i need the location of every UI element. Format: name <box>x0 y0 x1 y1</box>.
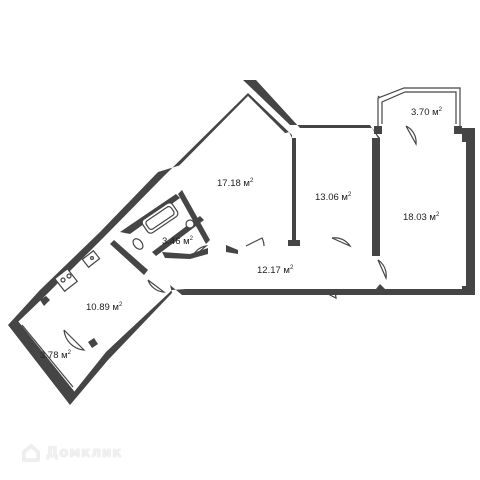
door-room17 <box>245 237 265 247</box>
door-kitchen <box>147 279 166 293</box>
label-room-13: 13.06 м2 <box>315 192 352 203</box>
label-balcony-left: 3.78 м2 <box>40 350 72 361</box>
stove-burner-1-icon <box>60 277 66 283</box>
door-balcony-top <box>405 125 417 146</box>
doors <box>63 125 417 351</box>
stove-burner-2-icon <box>66 273 72 279</box>
door-room13 <box>331 237 352 248</box>
door-bathroom <box>191 245 209 259</box>
watermark-text: Домклик <box>46 445 123 461</box>
stove-icon <box>53 267 79 293</box>
watermark: Домклик <box>22 444 122 462</box>
label-bathroom: 3.46 м2 <box>162 236 194 247</box>
door-balcony-left <box>63 329 86 351</box>
bathtub-icon <box>141 202 179 234</box>
toilet-icon <box>132 238 144 250</box>
domclick-logo-icon <box>22 444 40 462</box>
floors <box>18 88 466 392</box>
kitchen-tap-icon <box>89 256 94 261</box>
label-corridor: 12.17 м2 <box>257 265 294 276</box>
area-labels: 3.70 м2 17.18 м2 13.06 м2 18.03 м2 3.46 … <box>40 107 443 361</box>
fixtures <box>53 202 195 293</box>
balcony-left-frame <box>17 321 75 393</box>
door-corridor-right <box>377 259 387 281</box>
label-balcony-top: 3.70 м2 <box>411 107 443 118</box>
label-room-17: 17.18 м2 <box>217 178 254 189</box>
sink-icon <box>185 219 195 229</box>
label-kitchen: 10.89 м2 <box>86 302 123 313</box>
balcony-top-frame <box>377 87 461 126</box>
partitions <box>40 126 462 348</box>
door-corridor-bottom <box>319 289 337 300</box>
label-room-18: 18.03 м2 <box>403 212 440 223</box>
bathtub-inner-icon <box>145 206 175 230</box>
